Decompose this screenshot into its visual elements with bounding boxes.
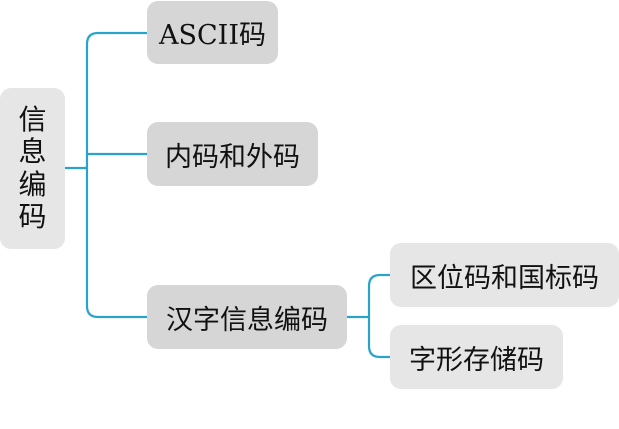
- connector-branch-zixing: [367, 315, 392, 359]
- node-chinese-character-encoding: 汉字信息编码: [147, 285, 347, 349]
- node-ascii-code: ASCII码: [147, 1, 278, 64]
- root-node-xinxi-bianma: 信息编码: [0, 88, 65, 249]
- node-internal-external-code: 内码和外码: [147, 122, 318, 186]
- node-zixing-label: 字形存储码: [409, 344, 544, 376]
- root-node-label: 信息编码: [18, 103, 47, 233]
- node-quwei-guobiao-code: 区位码和国标码: [390, 243, 619, 307]
- connector-branch-ascii: [85, 31, 149, 170]
- connector-branch-hanzi: [85, 166, 149, 319]
- node-glyph-storage-code: 字形存储码: [390, 325, 563, 389]
- node-ascii-label: ASCII码: [159, 20, 266, 51]
- node-neima-label: 内码和外码: [165, 141, 300, 173]
- connector-branch-quwei: [367, 273, 392, 319]
- node-hanzi-label: 汉字信息编码: [166, 304, 328, 336]
- node-quwei-label: 区位码和国标码: [410, 262, 599, 294]
